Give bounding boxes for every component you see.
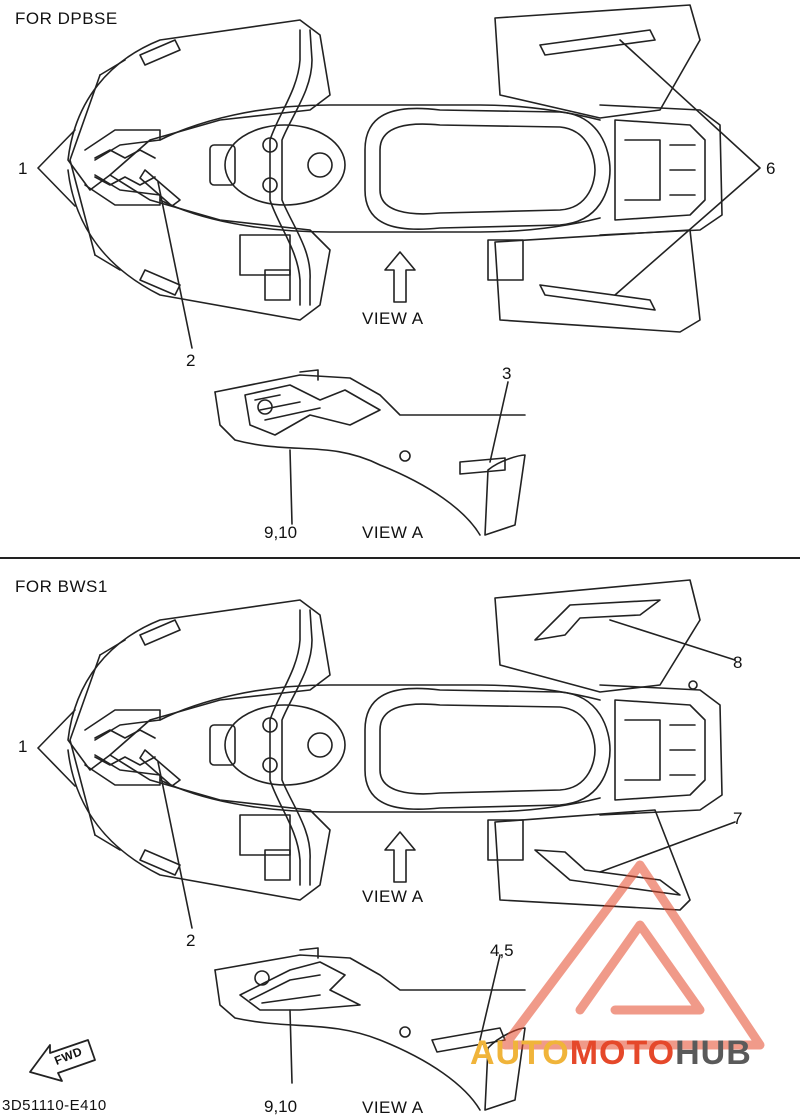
callout-4-5-bottom: 4,5 [490,941,514,960]
part-code: 3D51110-E410 [2,1097,107,1114]
detail-view-a-label-bottom: VIEW A [362,1098,424,1117]
callout-2-top: 2 [186,351,196,370]
section-divider [0,557,800,559]
view-a-label-top: VIEW A [362,309,424,328]
atv-top-view-bws1 [67,579,723,911]
detail-view-a-dpbse [214,369,526,536]
callout-2-bottom: 2 [186,931,196,950]
callout-6-top: 6 [766,159,776,178]
detail-view-a-bws1 [214,947,526,1111]
watermark-hub: HUB [675,1034,752,1072]
callout-9-10-top: 9,10 [264,523,298,542]
view-a-label-bottom: VIEW A [362,887,424,906]
callout-1-bottom: 1 [18,737,28,756]
fwd-arrow [29,1039,96,1082]
watermark-triangle [500,860,765,1050]
watermark-auto: AUTO [470,1034,570,1072]
section-title-dpbse: FOR DPBSE [15,9,118,28]
view-a-arrow-bottom [384,831,416,883]
atv-top-view-dpbse [67,4,723,333]
callout-7-bottom: 7 [733,809,743,828]
callout-8-bottom: 8 [733,653,743,672]
callout-1-top: 1 [18,159,28,178]
watermark-text: AUTOMOTOHUB [470,1034,752,1073]
view-a-arrow-top [384,251,416,303]
callout-9-10-bottom: 9,10 [264,1097,298,1116]
watermark-moto: MOTO [569,1034,676,1072]
section-title-bws1: FOR BWS1 [15,577,108,596]
detail-view-a-label-top: VIEW A [362,523,424,542]
callout-3-top: 3 [502,364,512,383]
